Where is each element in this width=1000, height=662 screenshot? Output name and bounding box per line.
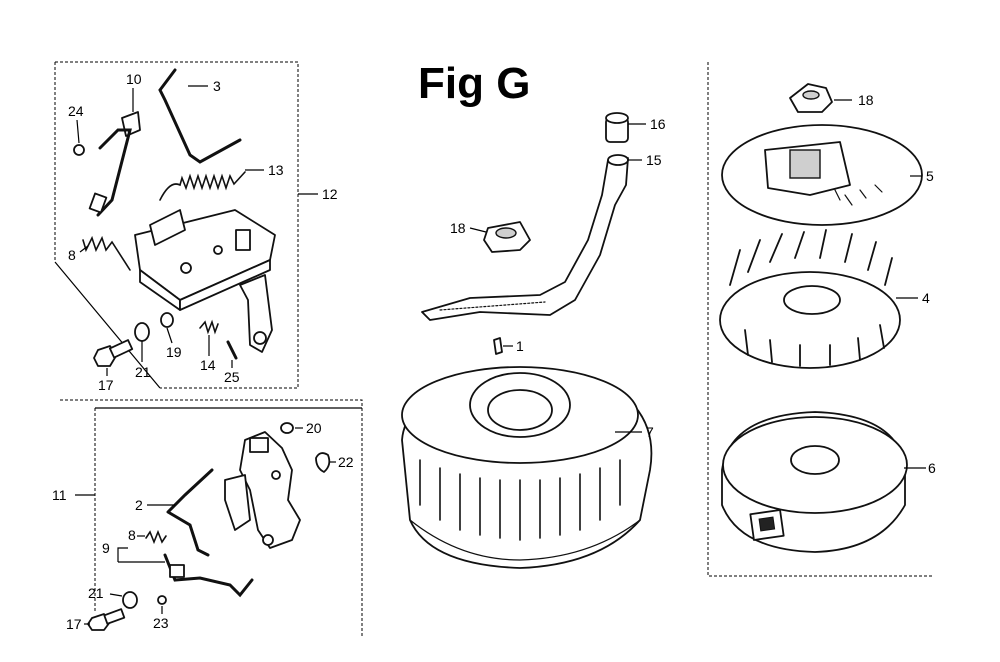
callout-8b: 8 [128, 527, 136, 543]
callout-3: 3 [213, 78, 221, 94]
rod-2 [166, 468, 214, 557]
callout-24: 24 [68, 103, 84, 119]
bolt-24 [73, 144, 85, 156]
callout-25: 25 [224, 369, 240, 385]
callout-18b: 18 [858, 92, 874, 108]
bolt-17 [93, 339, 134, 367]
center-parts: 16 15 18 1 7 [401, 112, 666, 569]
callout-20: 20 [306, 420, 322, 436]
callout-8a: 8 [68, 247, 76, 263]
spring-8 [82, 235, 131, 271]
spring-8b [145, 529, 167, 545]
callout-21a: 21 [135, 364, 151, 380]
callout-17a: 17 [98, 377, 114, 393]
nut-18b [789, 83, 833, 113]
clip-22 [315, 452, 331, 473]
nut-20 [280, 422, 294, 434]
group-12-governor-assembly: 10 3 24 13 12 8 19 14 25 17 21 [54, 61, 338, 393]
callout-6: 6 [928, 460, 936, 476]
callout-11: 11 [52, 487, 67, 503]
callout-1: 1 [516, 338, 524, 354]
group-11-border [60, 399, 363, 636]
callout-21b: 21 [88, 585, 104, 601]
nut-18a [483, 221, 531, 253]
callout-12: 12 [322, 186, 338, 202]
fan-4 [719, 229, 901, 369]
pin-25 [226, 340, 238, 360]
washer-21 [134, 322, 150, 342]
callout-22: 22 [338, 454, 354, 470]
group-12-border [55, 61, 299, 389]
callout-23: 23 [153, 615, 169, 631]
cap-16 [605, 112, 629, 143]
washer-21b [122, 591, 138, 609]
callout-2: 2 [135, 497, 143, 513]
right-flywheel-stack: 18 5 4 6 [707, 62, 936, 577]
callout-7: 7 [646, 424, 654, 440]
bolt-17b [87, 608, 126, 631]
callout-15: 15 [646, 152, 662, 168]
nut-19 [160, 312, 174, 328]
callout-5: 5 [926, 168, 934, 184]
group-11-control-assembly: 20 22 11 2 8 9 21 17 23 [52, 399, 363, 636]
callout-19: 19 [166, 344, 182, 360]
callout-17b: 17 [66, 616, 82, 632]
callout-13: 13 [268, 162, 284, 178]
callout-16: 16 [650, 116, 666, 132]
flywheel-7 [401, 366, 653, 569]
callout-10: 10 [126, 71, 142, 87]
callout-9: 9 [102, 540, 110, 556]
callout-18a: 18 [450, 220, 466, 236]
governor-bracket [134, 209, 276, 353]
screw-23 [157, 595, 167, 605]
ignition-lead-15 [421, 154, 629, 321]
figure-title: Fig G [418, 59, 530, 108]
spring-14 [199, 319, 219, 335]
cover-6 [721, 411, 908, 553]
callout-4: 4 [922, 290, 930, 306]
key-1 [493, 337, 503, 355]
control-bracket [224, 431, 301, 549]
plate-5 [721, 124, 923, 226]
governor-arm [88, 111, 141, 217]
callout-14: 14 [200, 357, 216, 373]
right-group-border [707, 62, 932, 577]
